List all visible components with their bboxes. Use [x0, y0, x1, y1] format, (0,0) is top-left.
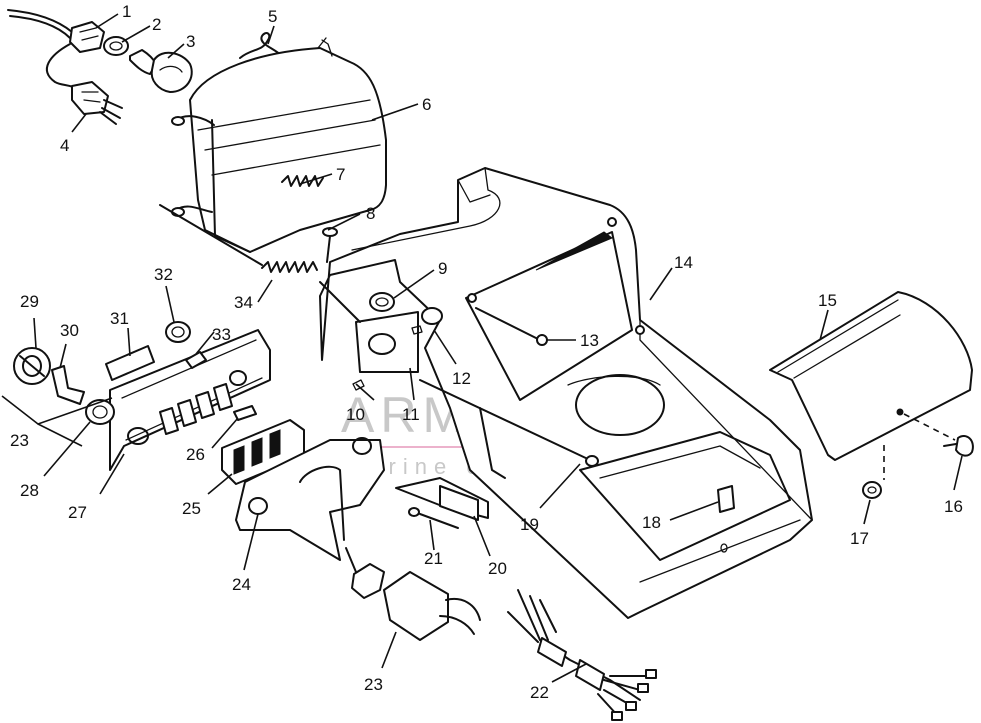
callout-29: 29 [20, 292, 39, 311]
callout-11: 11 [402, 405, 420, 424]
wire-harness [507, 589, 657, 721]
callout-34: 34 [234, 293, 253, 312]
callout-12: 12 [452, 369, 471, 388]
leader-lines [1, 13, 963, 683]
callout-13: 13 [580, 331, 599, 350]
callout-23-lower: 23 [364, 675, 383, 694]
callout-14: 14 [674, 253, 693, 272]
callout-17: 17 [850, 529, 869, 548]
glovebox-latch [717, 485, 735, 553]
callout-15: 15 [818, 291, 837, 310]
glovebox-knob [862, 413, 974, 499]
callout-2: 2 [152, 15, 161, 34]
callout-23-upper: 23 [10, 431, 29, 450]
switch-lever [51, 365, 85, 405]
console-body [319, 167, 813, 619]
callout-21: 21 [424, 549, 443, 568]
gauge-plate [319, 281, 443, 391]
adjuster-spring-upper [281, 175, 324, 187]
callout-28: 28 [20, 481, 39, 500]
switch-nut [85, 399, 115, 425]
headlight-wire-harness [7, 9, 123, 125]
headlight-bulb [129, 49, 193, 93]
callout-1: 1 [122, 2, 131, 21]
callout-8: 8 [366, 204, 375, 223]
callout-33: 33 [212, 325, 231, 344]
callout-22: 22 [530, 683, 549, 702]
callout-27: 27 [68, 503, 87, 522]
callout-19: 19 [520, 515, 539, 534]
switch-panel-bracket [109, 329, 271, 471]
callout-31: 31 [110, 309, 129, 328]
indicator-label [105, 345, 155, 381]
console-rod [419, 379, 599, 479]
callout-10: 10 [346, 405, 365, 424]
bulb-retaining-ring [103, 36, 129, 56]
callout-4: 4 [60, 136, 69, 155]
callout-20: 20 [488, 559, 507, 578]
headlight-housing [171, 37, 387, 253]
callout-7: 7 [336, 165, 345, 184]
indicator-grommet [165, 321, 191, 343]
callout-24: 24 [232, 575, 251, 594]
callout-32: 32 [154, 265, 173, 284]
toggle-switch [395, 477, 489, 529]
adjuster-spring-lower [159, 204, 318, 273]
headlight-spring-clip [239, 32, 283, 59]
callout-labels: 1 2 3 4 5 6 7 8 9 10 11 12 13 14 15 16 1… [10, 2, 963, 702]
ignition-switch [345, 547, 481, 641]
callout-18: 18 [642, 513, 661, 532]
callout-25: 25 [182, 499, 201, 518]
callout-16: 16 [944, 497, 963, 516]
callout-26: 26 [186, 445, 205, 464]
callout-9: 9 [438, 259, 447, 278]
adjuster-screw [322, 227, 338, 263]
callout-3: 3 [186, 32, 195, 51]
switch-mounting-plate [235, 437, 385, 561]
glovebox-door [769, 291, 973, 461]
switch-knob [13, 347, 51, 385]
callout-6: 6 [422, 95, 431, 114]
callout-30: 30 [60, 321, 79, 340]
callout-5: 5 [268, 7, 277, 26]
indicator-lens [185, 351, 207, 369]
